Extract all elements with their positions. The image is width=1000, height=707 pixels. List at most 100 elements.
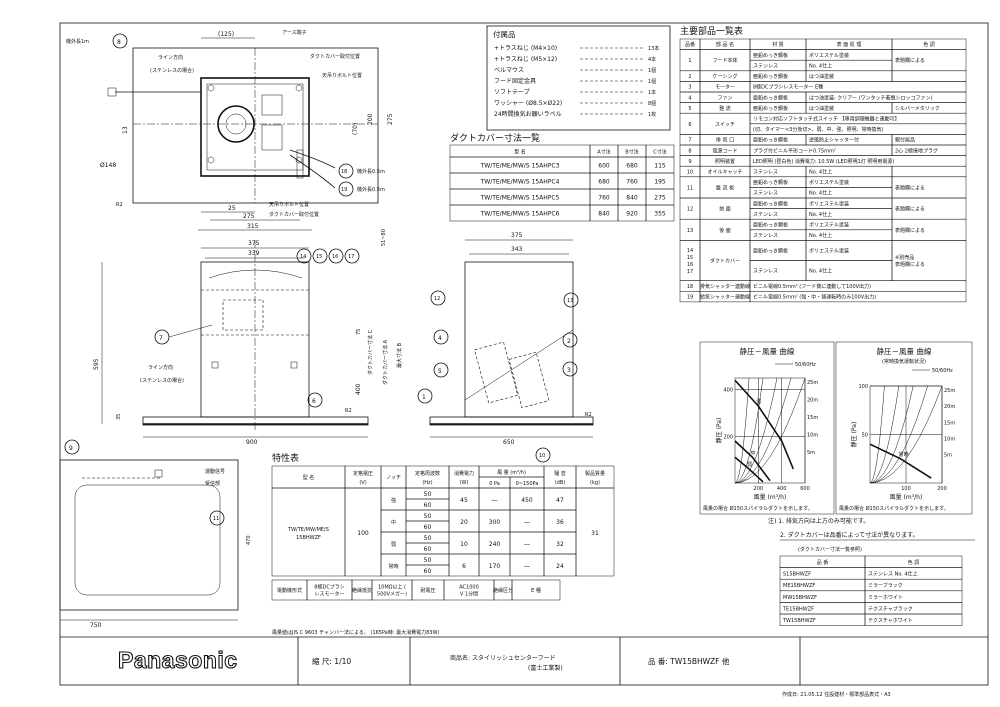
accessory-item: ワッシャー (Ø8.5×Ø22)8個: [494, 100, 656, 107]
accessory-qty: 1個: [648, 67, 656, 74]
color-table-cell: MW15BHWZF: [783, 595, 817, 601]
dim-595: 595: [93, 358, 100, 370]
series-line: [734, 379, 795, 470]
part-number: 9: [688, 159, 691, 165]
part-surface: はつ油塗装: [809, 73, 834, 80]
duct-table-cell: 355: [654, 211, 666, 218]
part-number: 12: [687, 207, 693, 213]
callout-6-text: 6: [312, 398, 316, 405]
part-material: 亜鉛めっき鋼板: [753, 137, 788, 144]
perf-value: 36: [556, 519, 564, 526]
plot-area: [734, 377, 806, 484]
receiver-label: 受信部: [205, 480, 220, 487]
part-material: 亜鉛めっき鋼板: [753, 247, 788, 254]
dim-dia148: Ø148: [100, 162, 116, 169]
accessory-item: +トラスねじ (M4×10)13本: [494, 45, 659, 52]
signal-receiver: [154, 469, 163, 478]
duct-table-title: ダクトカバー寸法一覧: [450, 132, 540, 144]
dim-470: 470: [246, 535, 252, 545]
part-surface: ポリエステル塗装: [809, 222, 849, 229]
svg-text:12: 12: [434, 296, 440, 302]
duct-length-label: 20m: [807, 398, 818, 404]
color-table-cell: S15BHWZF: [783, 572, 811, 578]
accessory-qty: 1個: [648, 78, 656, 85]
callout-7-text: 7: [159, 335, 163, 342]
part-number: 7: [688, 138, 691, 144]
part-color: 表題欄による: [895, 184, 925, 191]
note-1: 注) 1. 排気方向は上方のみ可能です。: [768, 517, 869, 525]
color-table-cell: ME15BHWZF: [783, 583, 815, 589]
parts-header-cell: 色 調: [923, 41, 935, 48]
panasonic-logo: Panasonic: [118, 647, 238, 673]
series-label: 弱: [747, 462, 752, 468]
duct-table-cell: 920: [626, 211, 638, 218]
perf-value: 10: [460, 541, 468, 548]
duct-table-cell: TW/TE/ME/MW/S 15AHPC3: [480, 163, 560, 170]
duct-table-cell: 275: [654, 195, 666, 202]
perf-value: ―: [524, 563, 530, 570]
part-surface: ポリエステル塗装: [809, 52, 849, 59]
color-table-header: 品 番色 調: [779, 555, 963, 568]
part-name: 給気シャッター連動線: [700, 294, 750, 301]
accessory-qty: 13本: [648, 45, 659, 52]
side-callouts: 12 13 4 2 5 3 1 10: [417, 290, 579, 463]
front-view: 375 339 51~80 75 595 400 35 900 ダクトカバー寸法…: [93, 229, 403, 446]
part-color: 表題欄による: [895, 57, 925, 64]
duct-length-label: 25m: [944, 388, 955, 394]
dim-25: 25: [228, 205, 236, 212]
part-material: ステンレス: [753, 233, 778, 239]
duct-length-label: 10m: [807, 433, 818, 439]
part-name: 整 流 板: [716, 184, 734, 191]
part-material: (切、タイマー<3分後切>、弱、中、強、照明、常時換気): [753, 126, 884, 133]
part-surface: はつ油塗装: クリアー (ワンタッチ着脱シロッコファン): [809, 94, 933, 101]
x-tick-label: 200: [937, 486, 947, 492]
part-material: 亜鉛めっき鋼板: [753, 94, 788, 101]
y-tick-label: 100: [858, 384, 868, 390]
color-table-cell: ミラーブラック: [868, 582, 903, 589]
earth-terminal-label: アース端子: [282, 29, 306, 36]
part-surface: No. 4仕上: [809, 190, 832, 197]
bolt-hole: [207, 156, 215, 164]
perf-footer-cell: 電動機形式: [277, 587, 302, 594]
accessory-name: ベルマウス: [494, 66, 524, 74]
x-axis-label: 風量 (m³/h): [754, 494, 787, 501]
part-color: シルバーメタリック: [895, 105, 940, 112]
perf-hz: 50: [424, 557, 432, 564]
color-table-cell: TW15BHWZF: [782, 618, 816, 624]
parts-title: 主要部品一覧表: [680, 25, 743, 37]
cord-length-label: 機外長1m: [66, 38, 89, 45]
part-material: 亜鉛めっき鋼板: [753, 179, 788, 186]
part-material: ビニル電線0.5mm² (強・中・弱運転時のみ100V出力): [753, 294, 876, 301]
part-number: 16: [687, 262, 693, 268]
parts-row: ステンレス No. 4仕上: [749, 229, 893, 241]
maker-note: (富士工業製): [528, 664, 563, 672]
perf-model: TW/TE/MW/ME/S: [287, 527, 329, 533]
part-material: 亜鉛めっき鋼板: [753, 222, 788, 229]
part-surface: はつ油塗装: [809, 105, 834, 112]
perf-mass: 31: [591, 530, 599, 537]
top-view: (125) 200 275 (70) 13 25 275 315 Ø148 機外…: [66, 29, 394, 231]
perf-value: 20: [460, 519, 468, 526]
perf-hz: 50: [424, 491, 432, 498]
part-surface: No. 4仕上: [809, 268, 832, 275]
perf-footer-cell: E 種: [531, 587, 541, 594]
part-surface: No. 4仕上: [809, 232, 832, 239]
duct-length-label: 15m: [944, 420, 955, 426]
cord: [289, 149, 336, 169]
dim-70: (70): [352, 123, 359, 135]
x-tick-label: 600: [800, 486, 810, 492]
chart-note: 風量の場合 Ø150スパイラルダクトを示します。: [839, 505, 949, 512]
color-table-cell: ミラーホワイト: [868, 595, 903, 601]
